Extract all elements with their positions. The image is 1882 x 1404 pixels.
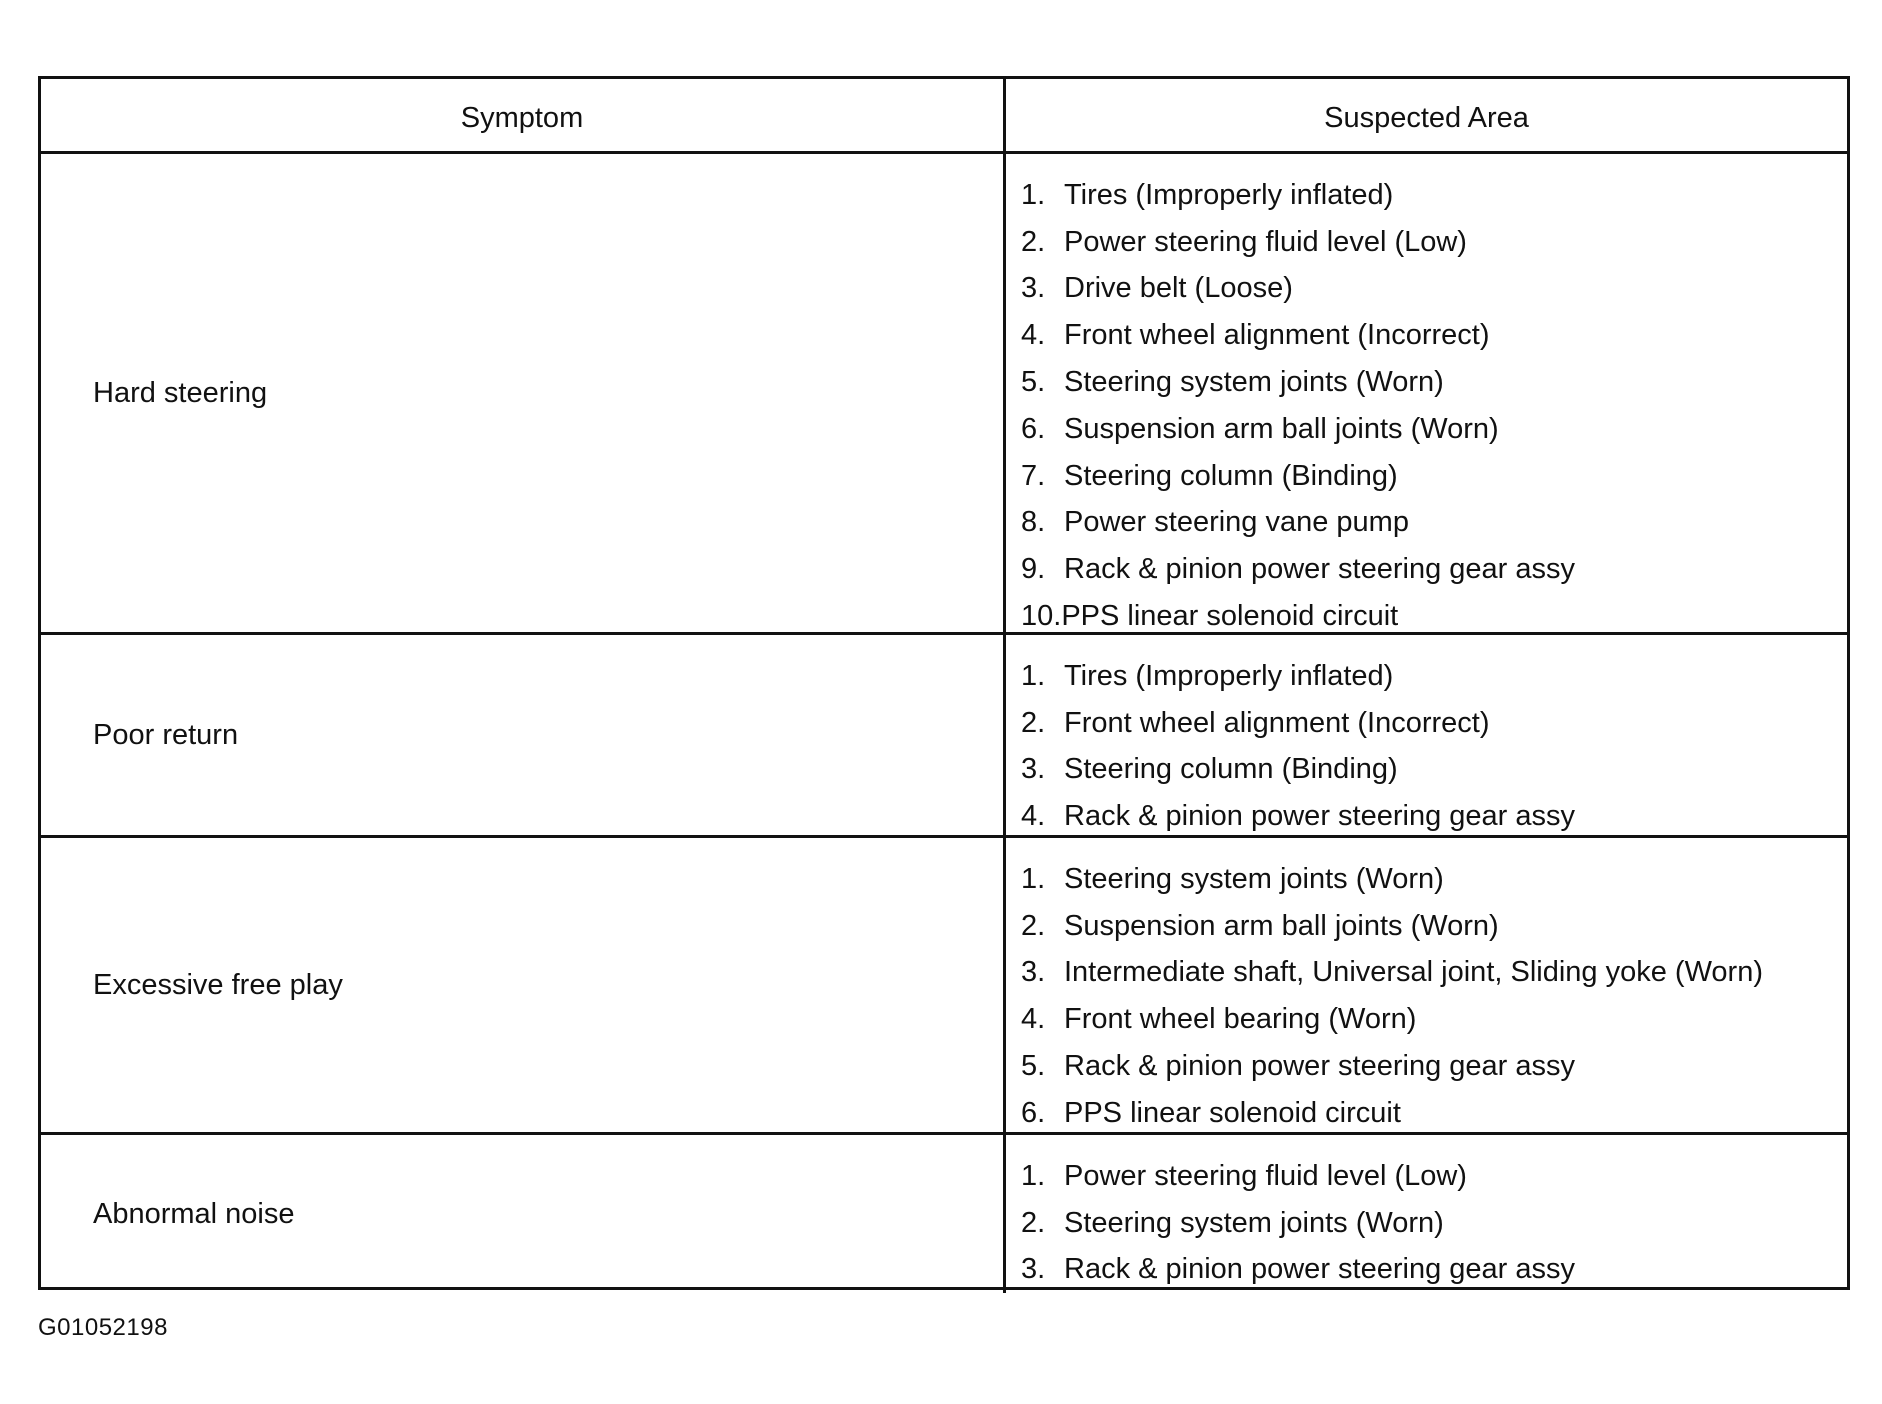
item-number: 1. — [1021, 862, 1046, 895]
symptom-cell: Excessive free play — [41, 838, 1006, 1135]
list-item: 1. Tires (Improperly inflated) — [1021, 172, 1847, 219]
item-number: 8. — [1021, 506, 1046, 539]
item-text: Steering column (Binding) — [1064, 753, 1398, 786]
item-text: PPS linear solenoid circuit — [1064, 1096, 1401, 1129]
list-item: 4. Front wheel alignment (Incorrect) — [1021, 312, 1847, 359]
list-item: 7. Steering column (Binding) — [1021, 453, 1847, 500]
item-number: 1. — [1021, 178, 1046, 211]
item-number: 2. — [1021, 909, 1046, 942]
list-item: 2. Suspension arm ball joints (Worn) — [1021, 903, 1847, 950]
list-item: 6. PPS linear solenoid circuit — [1021, 1090, 1847, 1137]
item-text: Drive belt (Loose) — [1064, 272, 1293, 305]
list-item: 2. Steering system joints (Worn) — [1021, 1200, 1847, 1247]
item-text: Steering system joints (Worn) — [1064, 1206, 1444, 1239]
item-number: 6. — [1021, 412, 1046, 445]
symptom-label: Excessive free play — [93, 968, 343, 1001]
item-number: 5. — [1021, 366, 1046, 399]
item-text: Rack & pinion power steering gear assy — [1064, 800, 1575, 833]
list-item: 3. Drive belt (Loose) — [1021, 266, 1847, 313]
list-item: 5. Rack & pinion power steering gear assy — [1021, 1043, 1847, 1090]
item-text: Steering column (Binding) — [1064, 459, 1398, 492]
item-text: Power steering vane pump — [1064, 506, 1409, 539]
list-item: 1. Tires (Improperly inflated) — [1021, 653, 1847, 700]
item-number: 6. — [1021, 1096, 1046, 1129]
suspected-area-cell: 1. Power steering fluid level (Low) 2. Stee… — [1006, 1135, 1847, 1293]
item-text: Rack & pinion power steering gear assy — [1064, 1050, 1575, 1083]
suspected-area-list: 1. Steering system joints (Worn) 2. Suspens… — [1006, 838, 1847, 1137]
list-item: 2. Power steering fluid level (Low) — [1021, 219, 1847, 266]
item-text: PPS linear solenoid circuit — [1061, 600, 1399, 633]
item-text: Front wheel alignment (Incorrect) — [1064, 706, 1490, 739]
symptom-cell: Hard steering — [41, 154, 1006, 635]
item-text: Front wheel alignment (Incorrect) — [1064, 319, 1490, 352]
item-text: Power steering fluid level (Low) — [1064, 225, 1467, 258]
item-text: Suspension arm ball joints (Worn) — [1064, 412, 1499, 445]
item-number: 2. — [1021, 225, 1046, 258]
item-number: 3. — [1021, 1253, 1046, 1286]
symptom-cell: Poor return — [41, 635, 1006, 838]
list-item: 4. Rack & pinion power steering gear assy — [1021, 793, 1847, 840]
item-text: Suspension arm ball joints (Worn) — [1064, 909, 1499, 942]
header-symptom-label: Symptom — [460, 101, 584, 134]
list-item: 3. Intermediate shaft, Universal joint, S… — [1021, 950, 1847, 997]
symptom-label: Poor return — [93, 718, 239, 751]
item-text: Rack & pinion power steering gear assy — [1064, 1253, 1575, 1286]
item-number: 10. — [1021, 600, 1062, 633]
list-item: 1. Power steering fluid level (Low) — [1021, 1153, 1847, 1200]
item-number: 3. — [1021, 272, 1046, 305]
header-symptom: Symptom — [41, 79, 1006, 154]
list-item: 2. Front wheel alignment (Incorrect) — [1021, 700, 1847, 747]
item-text: Power steering fluid level (Low) — [1064, 1159, 1467, 1192]
item-text: Steering system joints (Worn) — [1064, 862, 1444, 895]
list-item: 8. Power steering vane pump — [1021, 500, 1847, 547]
list-item: 9. Rack & pinion power steering gear assy — [1021, 546, 1847, 593]
list-item: 10.PPS linear solenoid circuit — [1021, 593, 1847, 640]
item-text: Front wheel bearing (Worn) — [1064, 1003, 1417, 1036]
list-item: 3. Steering column (Binding) — [1021, 747, 1847, 794]
list-item: 4. Front wheel bearing (Worn) — [1021, 996, 1847, 1043]
header-suspected-area: Suspected Area — [1006, 79, 1847, 154]
header-suspected-area-label: Suspected Area — [1324, 101, 1529, 134]
item-number: 3. — [1021, 753, 1046, 786]
list-item: 6. Suspension arm ball joints (Worn) — [1021, 406, 1847, 453]
list-item: 1. Steering system joints (Worn) — [1021, 856, 1847, 903]
troubleshooting-table: Symptom Suspected Area Hard steering 1. Ti… — [38, 76, 1850, 1294]
symptom-label: Hard steering — [93, 376, 268, 409]
list-item: 5. Steering system joints (Worn) — [1021, 359, 1847, 406]
suspected-area-cell: 1. Steering system joints (Worn) 2. Suspens… — [1006, 838, 1847, 1135]
item-text: Rack & pinion power steering gear assy — [1064, 553, 1575, 586]
suspected-area-cell: 1. Tires (Improperly inflated) 2. Power ste… — [1006, 154, 1847, 635]
suspected-area-list: 1. Power steering fluid level (Low) 2. Stee… — [1006, 1135, 1847, 1293]
symptom-cell: Abnormal noise — [41, 1135, 1006, 1294]
symptom-label: Abnormal noise — [93, 1197, 295, 1230]
item-number: 1. — [1021, 659, 1046, 692]
item-number: 1. — [1021, 1159, 1046, 1192]
item-number: 3. — [1021, 956, 1046, 989]
suspected-area-list: 1. Tires (Improperly inflated) 2. Front whe… — [1006, 635, 1847, 840]
item-number: 4. — [1021, 800, 1046, 833]
figure-id: G01052198 — [38, 1314, 168, 1341]
item-text: Tires (Improperly inflated) — [1064, 659, 1394, 692]
item-text: Tires (Improperly inflated) — [1064, 178, 1394, 211]
suspected-area-list: 1. Tires (Improperly inflated) 2. Power ste… — [1006, 154, 1847, 640]
item-number: 4. — [1021, 319, 1046, 352]
suspected-area-cell: 1. Tires (Improperly inflated) 2. Front whe… — [1006, 635, 1847, 838]
list-item: 3. Rack & pinion power steering gear assy — [1021, 1247, 1847, 1294]
item-number: 2. — [1021, 1206, 1046, 1239]
item-number: 5. — [1021, 1050, 1046, 1083]
item-text: Intermediate shaft, Universal joint, Sli… — [1064, 956, 1763, 989]
item-number: 7. — [1021, 459, 1046, 492]
item-text: Steering system joints (Worn) — [1064, 366, 1444, 399]
item-number: 2. — [1021, 706, 1046, 739]
item-number: 9. — [1021, 553, 1046, 586]
item-number: 4. — [1021, 1003, 1046, 1036]
